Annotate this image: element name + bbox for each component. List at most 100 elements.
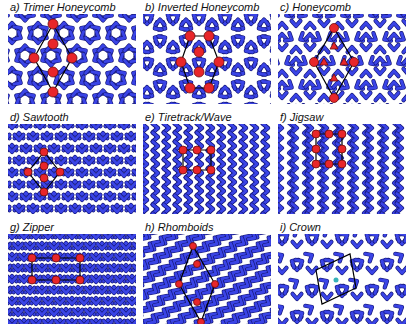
molecule-chevron [85,207,94,212]
molecule-outline [404,95,406,100]
molecule-chevron [99,159,108,164]
molecule-outline [307,164,312,173]
molecule-outline [320,21,329,26]
molecule-outline [8,14,10,19]
molecule-outline [99,207,108,212]
molecule-outline [143,205,147,214]
molecule-outline [143,124,147,132]
molecule-outline [369,33,378,43]
molecule-outline [376,47,385,52]
molecule-outline [106,171,115,176]
lattice-point [204,31,214,41]
molecule-outline [306,45,315,50]
lattice-point [176,57,186,67]
molecule-chevron [134,124,136,128]
molecule-outline [57,207,66,212]
molecule-outline [221,87,230,92]
molecule-chevron [66,99,75,104]
molecule-chevron [367,154,372,163]
molecule-chevron [348,95,357,100]
molecule-outline [127,183,136,188]
molecule-chevron [382,194,387,203]
molecule-chevron [376,58,385,63]
molecule-chevron [278,174,282,183]
molecule-chevron [120,124,129,128]
molecule-outline [292,58,301,63]
molecule-outline [292,164,297,173]
molecule-chevron [369,81,378,91]
molecule-chevron [22,124,31,128]
unit-cell [28,152,60,192]
molecule-chevron [78,124,87,128]
molecule-chevron [57,135,66,140]
molecule-outline [186,214,191,215]
molecule-outline [134,147,136,152]
molecule-outline [382,174,387,183]
molecule-chevron [8,99,10,104]
molecule-outline [307,154,312,163]
molecule-outline [382,134,387,143]
molecule-chevron [186,214,191,215]
molecule-chevron [8,147,16,152]
molecule-chevron [362,93,371,98]
molecule-chevron [105,99,114,104]
molecule-chevron [263,214,268,215]
molecule-outline [66,32,75,42]
molecule-outline [390,34,399,39]
molecule-outline [8,171,16,176]
molecule-outline [313,33,322,43]
molecule-outline [352,204,357,213]
molecule-chevron [322,204,327,213]
molecule-outline [131,14,136,19]
molecule-outline [241,214,246,215]
molecule-chevron [182,20,191,25]
molecule-outline [352,134,357,143]
molecule-chevron [322,184,327,193]
molecule-outline [8,135,9,140]
panel-ground [278,124,406,214]
molecule-outline [14,32,23,42]
molecule-chevron [352,164,357,173]
molecule-chevron [292,47,301,52]
molecule-chevron [131,77,136,87]
molecule-chevron [15,183,24,188]
molecule-chevron [143,160,147,169]
molecule-outline [223,101,232,104]
molecule-outline [322,144,327,153]
molecule-chevron [262,34,271,44]
molecule-chevron [118,99,127,104]
molecule-outline [143,160,147,169]
molecule-outline [50,147,59,152]
molecule-outline [313,81,322,91]
molecule-chevron [397,184,402,193]
molecule-outline [337,194,342,203]
molecule-outline [8,92,10,102]
molecule-outline [278,134,282,143]
molecule-outline [8,207,9,212]
molecule-chevron [278,124,282,132]
lattice-point [193,166,201,174]
molecule-chevron [376,47,385,52]
molecule-outline [383,14,392,19]
lattice-point [29,53,39,63]
lattice-point [40,148,48,156]
molecule-chevron [390,23,399,28]
molecule-outline [285,33,294,43]
molecule-outline [50,124,59,128]
molecule-chevron [127,135,136,140]
molecule-outline [223,14,232,21]
molecule-chevron [78,147,87,152]
molecule-chevron [362,23,371,28]
molecule-outline [78,195,87,200]
molecule-chevron [292,164,297,173]
molecule-chevron [92,171,101,176]
molecule-chevron [397,154,402,163]
molecule-outline [158,34,167,44]
lattice-point [185,83,195,93]
molecule-chevron [143,124,147,132]
molecule-outline [352,144,357,153]
molecule-outline [292,134,297,143]
molecule-chevron [307,134,312,143]
molecule-outline [22,147,31,152]
